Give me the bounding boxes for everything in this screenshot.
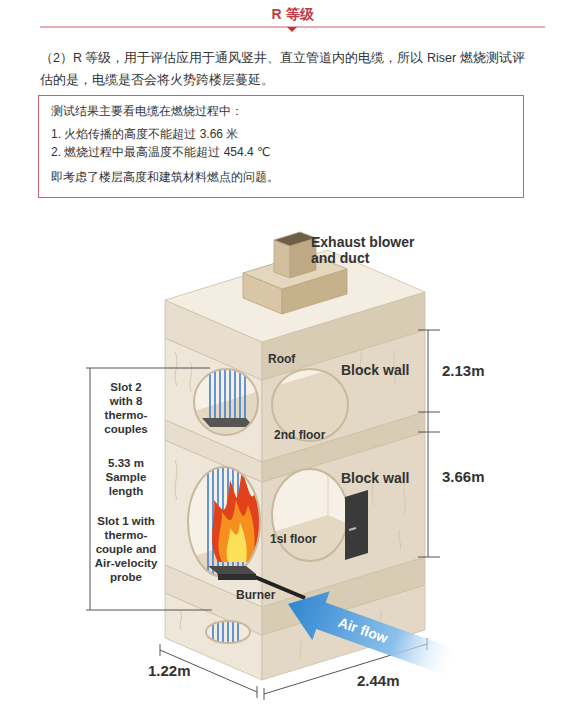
dimension-label: 3.66m	[442, 468, 485, 485]
airflow-arrow	[288, 591, 455, 675]
interior-wall	[150, 430, 440, 620]
part-label: Burner	[236, 588, 275, 602]
box-text: 1. 火焰传播的高度不能超过 3.66 米	[51, 125, 511, 143]
interior-corner	[328, 288, 329, 370]
cutaway-interior	[150, 430, 440, 620]
cutaway-interior	[150, 288, 440, 470]
header-rule	[40, 27, 545, 32]
part-label: Block wall	[341, 470, 409, 486]
interior-floor	[165, 370, 425, 462]
sample-tray	[202, 418, 254, 427]
duct-opening	[274, 232, 316, 246]
box-text: 2. 燃烧过程中最高温度不能超过 454.4 ℃	[51, 143, 511, 161]
cutaway-interior	[200, 615, 260, 645]
duct-left-face	[274, 240, 290, 278]
dimension-lines	[86, 330, 440, 700]
dimension-label: 2.44m	[357, 672, 400, 689]
interior-floor	[165, 370, 425, 462]
rule-notch	[287, 27, 297, 32]
interior-corner	[328, 390, 329, 515]
note-box: 测试结果主要看电缆在燃烧过程中： 1. 火焰传播的高度不能超过 3.66 米2. …	[38, 95, 524, 198]
box-text: 即考虑了楼层高度和建筑材料燃点的问题。	[51, 168, 511, 186]
part-label: Slot 1 with thermo- couple and Air-veloc…	[93, 514, 159, 584]
dimension-label: 5.33 m Sample length	[100, 456, 152, 498]
interior-wall	[150, 330, 440, 470]
part-label: 1sl floor	[270, 532, 317, 546]
interior-floor	[165, 515, 425, 607]
interior-wall	[150, 430, 440, 620]
access-door	[345, 490, 368, 560]
cutaway-interior	[150, 390, 440, 620]
intro-paragraph: （2）R 等级，用于评估应用于通风竖井、直立管道内的电缆，所以 Riser 燃烧…	[40, 47, 535, 91]
flame	[212, 470, 262, 562]
cutaway-interior	[150, 330, 440, 470]
box-heading: 测试结果主要看电缆在燃烧过程中：	[51, 102, 511, 120]
interior-wall	[200, 615, 260, 645]
part-label: Block wall	[341, 362, 409, 378]
part-label: Slot 2 with 8 thermo- couples	[100, 380, 152, 436]
part-label: Roof	[268, 352, 295, 366]
part-label: 2nd floor	[274, 428, 325, 442]
floor-slabs	[165, 250, 425, 635]
part-label: Exhaust blower and duct	[311, 234, 429, 266]
dimension-label: 2.13m	[442, 362, 485, 379]
interior-floor	[165, 515, 425, 607]
page-heading: R 等级	[0, 5, 585, 23]
interior-wall	[150, 330, 440, 470]
dimension-label: 1.22m	[148, 662, 191, 679]
